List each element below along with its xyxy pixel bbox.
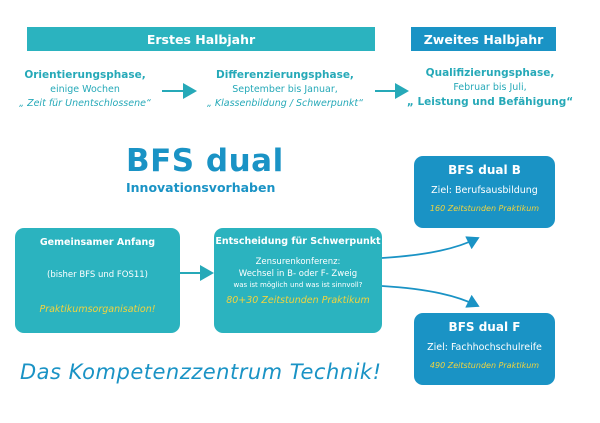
arrow-decision-to-f bbox=[381, 285, 480, 308]
box-bfs-dual-f: BFS dual F Ziel: Fachhochschulreife 490 … bbox=[414, 313, 555, 385]
phase-title: Differenzierungsphase, bbox=[216, 69, 354, 81]
program-title: BFS dual bbox=[126, 143, 284, 179]
banner-second-half-label: Zweites Halbjahr bbox=[423, 31, 544, 47]
phase-title: Orientierungsphase, bbox=[24, 69, 146, 81]
phase-orientation: Orientierungsphase, einige Wochen „ Zeit… bbox=[5, 68, 165, 111]
box-title: Entscheidung für Schwerpunkt bbox=[215, 236, 381, 247]
arrow-decision-to-b bbox=[381, 236, 480, 259]
phase-period: Februar bis Juli, bbox=[453, 82, 527, 94]
box-note: (bisher BFS und FOS11) bbox=[47, 270, 148, 280]
box-title: Gemeinsamer Anfang bbox=[39, 237, 156, 248]
slogan: Das Kompetenzzentrum Technik! bbox=[20, 360, 382, 384]
program-subtitle: Innovationsvorhaben bbox=[126, 180, 276, 195]
banner-first-half: Erstes Halbjahr bbox=[27, 27, 375, 51]
phase-title: Qualifizierungsphase, bbox=[425, 67, 555, 79]
box-title: BFS dual F bbox=[448, 320, 521, 334]
box-highlight: 490 Zeitstunden Praktikum bbox=[429, 361, 540, 370]
box-goal: Ziel: Fachhochschulreife bbox=[427, 342, 542, 353]
box-decision: Entscheidung für Schwerpunkt Zensurenkon… bbox=[214, 228, 382, 333]
box-goal: Ziel: Berufsausbildung bbox=[431, 185, 538, 196]
box-highlight: 160 Zeitstunden Praktikum bbox=[429, 204, 540, 213]
box-line: was ist möglich und was ist sinnvoll? bbox=[233, 281, 363, 289]
banner-first-half-label: Erstes Halbjahr bbox=[146, 31, 256, 47]
phase-differentiation: Differenzierungsphase, September bis Jan… bbox=[195, 68, 375, 111]
banner-second-half: Zweites Halbjahr bbox=[411, 27, 556, 51]
box-highlight: 80+30 Zeitstunden Praktikum bbox=[226, 295, 370, 306]
phase-motto: „ Zeit für Unentschlossene“ bbox=[19, 97, 151, 109]
phase-motto: „ Leistung und Befähigung“ bbox=[406, 95, 574, 108]
box-bfs-dual-b: BFS dual B Ziel: Berufsausbildung 160 Ze… bbox=[414, 156, 555, 228]
phase-qualification: Qualifizierungsphase, Februar bis Juli, … bbox=[405, 66, 575, 110]
phase-motto: „ Klassenbildung / Schwerpunkt“ bbox=[206, 97, 364, 109]
box-highlight: Praktikumsorganisation! bbox=[39, 304, 156, 315]
box-common-start: Gemeinsamer Anfang (bisher BFS und FOS11… bbox=[15, 228, 180, 333]
phase-period: einige Wochen bbox=[50, 84, 120, 96]
phase-period: September bis Januar, bbox=[232, 84, 338, 96]
box-line: Wechsel in B- oder F- Zweig bbox=[238, 269, 358, 279]
box-line: Zensurenkonferenz: bbox=[255, 257, 341, 267]
box-title: BFS dual B bbox=[448, 163, 521, 177]
